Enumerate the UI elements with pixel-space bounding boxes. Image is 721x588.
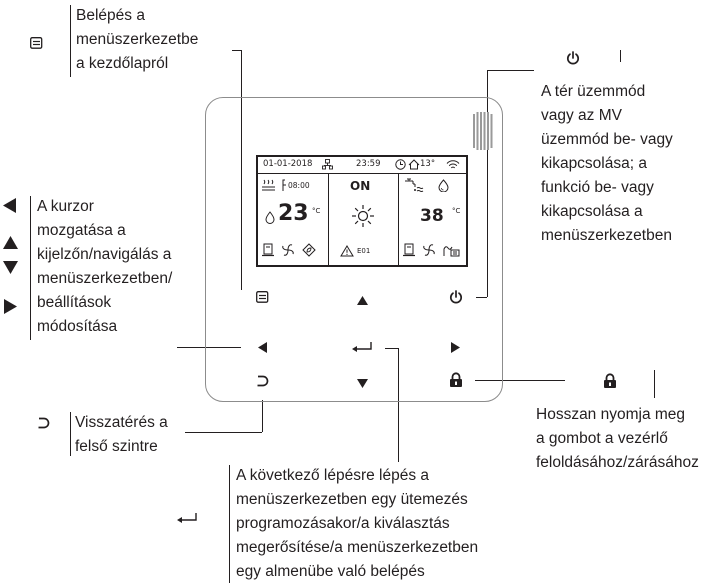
menu-icon bbox=[30, 37, 43, 49]
power-button[interactable] bbox=[449, 290, 463, 305]
clock-icon bbox=[395, 159, 406, 170]
down-button[interactable] bbox=[357, 379, 368, 388]
lcd-right-temp: 38 bbox=[420, 206, 444, 226]
arrow-up-icon bbox=[3, 236, 18, 249]
lock-desc-line-2: a gombot a vezérlő bbox=[536, 430, 668, 447]
enter-button[interactable] bbox=[352, 341, 372, 353]
right-fan-icon bbox=[423, 244, 435, 256]
heat-pump-icon bbox=[443, 246, 460, 257]
lcd-outdoor-temp: 13° bbox=[420, 159, 436, 169]
enter-desc-line-2: menüszerkezetben egy ütemezés bbox=[236, 491, 468, 508]
sun-icon bbox=[352, 205, 374, 227]
right-tank-icon bbox=[403, 243, 415, 257]
power-icon bbox=[566, 51, 580, 65]
power-desc-line-1: A tér üzemmód bbox=[541, 83, 646, 100]
cursor-desc-line-6: módosítása bbox=[37, 318, 118, 335]
lock-icon bbox=[604, 373, 616, 388]
menu-desc-line-2: menüszerkezetbe bbox=[76, 31, 199, 48]
heating-icon bbox=[262, 179, 275, 191]
enter-icon bbox=[177, 513, 197, 523]
lcd-timer: 08:00 bbox=[288, 181, 310, 190]
right-drop-icon bbox=[438, 179, 449, 192]
cursor-desc-line-4: menüszerkezetben/ bbox=[37, 270, 173, 287]
menu-desc-line-3: a kezdőlapról bbox=[76, 55, 169, 72]
left-tank-icon bbox=[262, 243, 274, 257]
back-desc-line-1: Visszatérés a bbox=[75, 414, 168, 431]
wifi-icon bbox=[446, 160, 460, 169]
lock-button[interactable] bbox=[449, 372, 463, 388]
lcd-left-unit: °C bbox=[312, 207, 321, 215]
power-desc-line-2: vagy az MV bbox=[541, 107, 622, 124]
lcd-error-code: E01 bbox=[357, 247, 371, 255]
hot-water-icon bbox=[405, 178, 424, 192]
power-desc-line-5: funkció be- vagy bbox=[541, 179, 654, 196]
left-button[interactable] bbox=[258, 342, 267, 353]
power-desc-line-6: kikapcsolása a bbox=[541, 203, 643, 220]
cursor-desc-line-5: beállítások bbox=[37, 294, 112, 311]
controller-panel bbox=[205, 97, 503, 402]
cursor-desc-line-2: mozgatása a bbox=[37, 222, 126, 239]
arrow-right-icon bbox=[4, 299, 17, 314]
left-drop-icon bbox=[265, 211, 275, 224]
right-button[interactable] bbox=[451, 342, 460, 353]
timer-icon bbox=[282, 179, 286, 191]
lcd-left-temp: 23 bbox=[278, 201, 309, 226]
enter-desc-line-4: megerősítése/a menüszerkezetben bbox=[236, 539, 479, 556]
back-desc-line-2: felső szintre bbox=[75, 438, 158, 455]
back-button[interactable] bbox=[256, 375, 269, 388]
warning-icon bbox=[340, 245, 354, 257]
lcd-display: 01-01-2018 23:59 13° 08:00 23 °C bbox=[256, 155, 468, 267]
enter-desc-line-3: programozásakor/a kiválasztás bbox=[236, 515, 450, 532]
arrow-down-icon bbox=[3, 261, 18, 274]
up-button[interactable] bbox=[357, 296, 368, 305]
enter-desc-line-1: A következő lépésre lépés a bbox=[236, 467, 430, 484]
lcd-right-unit: °C bbox=[452, 207, 461, 215]
left-fan-icon bbox=[282, 244, 294, 256]
cursor-desc-line-1: A kurzor bbox=[37, 198, 94, 215]
lock-desc-line-1: Hosszan nyomja meg bbox=[536, 406, 686, 423]
outdoor-icon bbox=[408, 159, 420, 170]
eco-icon bbox=[302, 243, 316, 257]
enter-desc-line-5: egy almenübe való belépés bbox=[236, 563, 425, 580]
menu-button[interactable] bbox=[256, 291, 269, 303]
menu-desc-line-1: Belépés a bbox=[76, 7, 145, 24]
back-icon bbox=[38, 417, 50, 429]
network-icon bbox=[322, 159, 333, 170]
lcd-time: 23:59 bbox=[356, 159, 381, 169]
lcd-status: ON bbox=[350, 179, 371, 193]
power-desc-line-4: kikapcsolása; a bbox=[541, 155, 647, 172]
lock-desc-line-3: feloldásához/zárásához bbox=[536, 454, 699, 471]
speaker-grille bbox=[473, 112, 493, 150]
power-desc-line-7: menüszerkezetben bbox=[541, 227, 672, 244]
power-desc-line-3: üzemmód be- vagy bbox=[541, 131, 673, 148]
cursor-desc-line-3: kijelzőn/navigálás a bbox=[37, 246, 172, 263]
arrow-left-icon bbox=[3, 198, 16, 213]
lcd-date: 01-01-2018 bbox=[263, 159, 313, 169]
